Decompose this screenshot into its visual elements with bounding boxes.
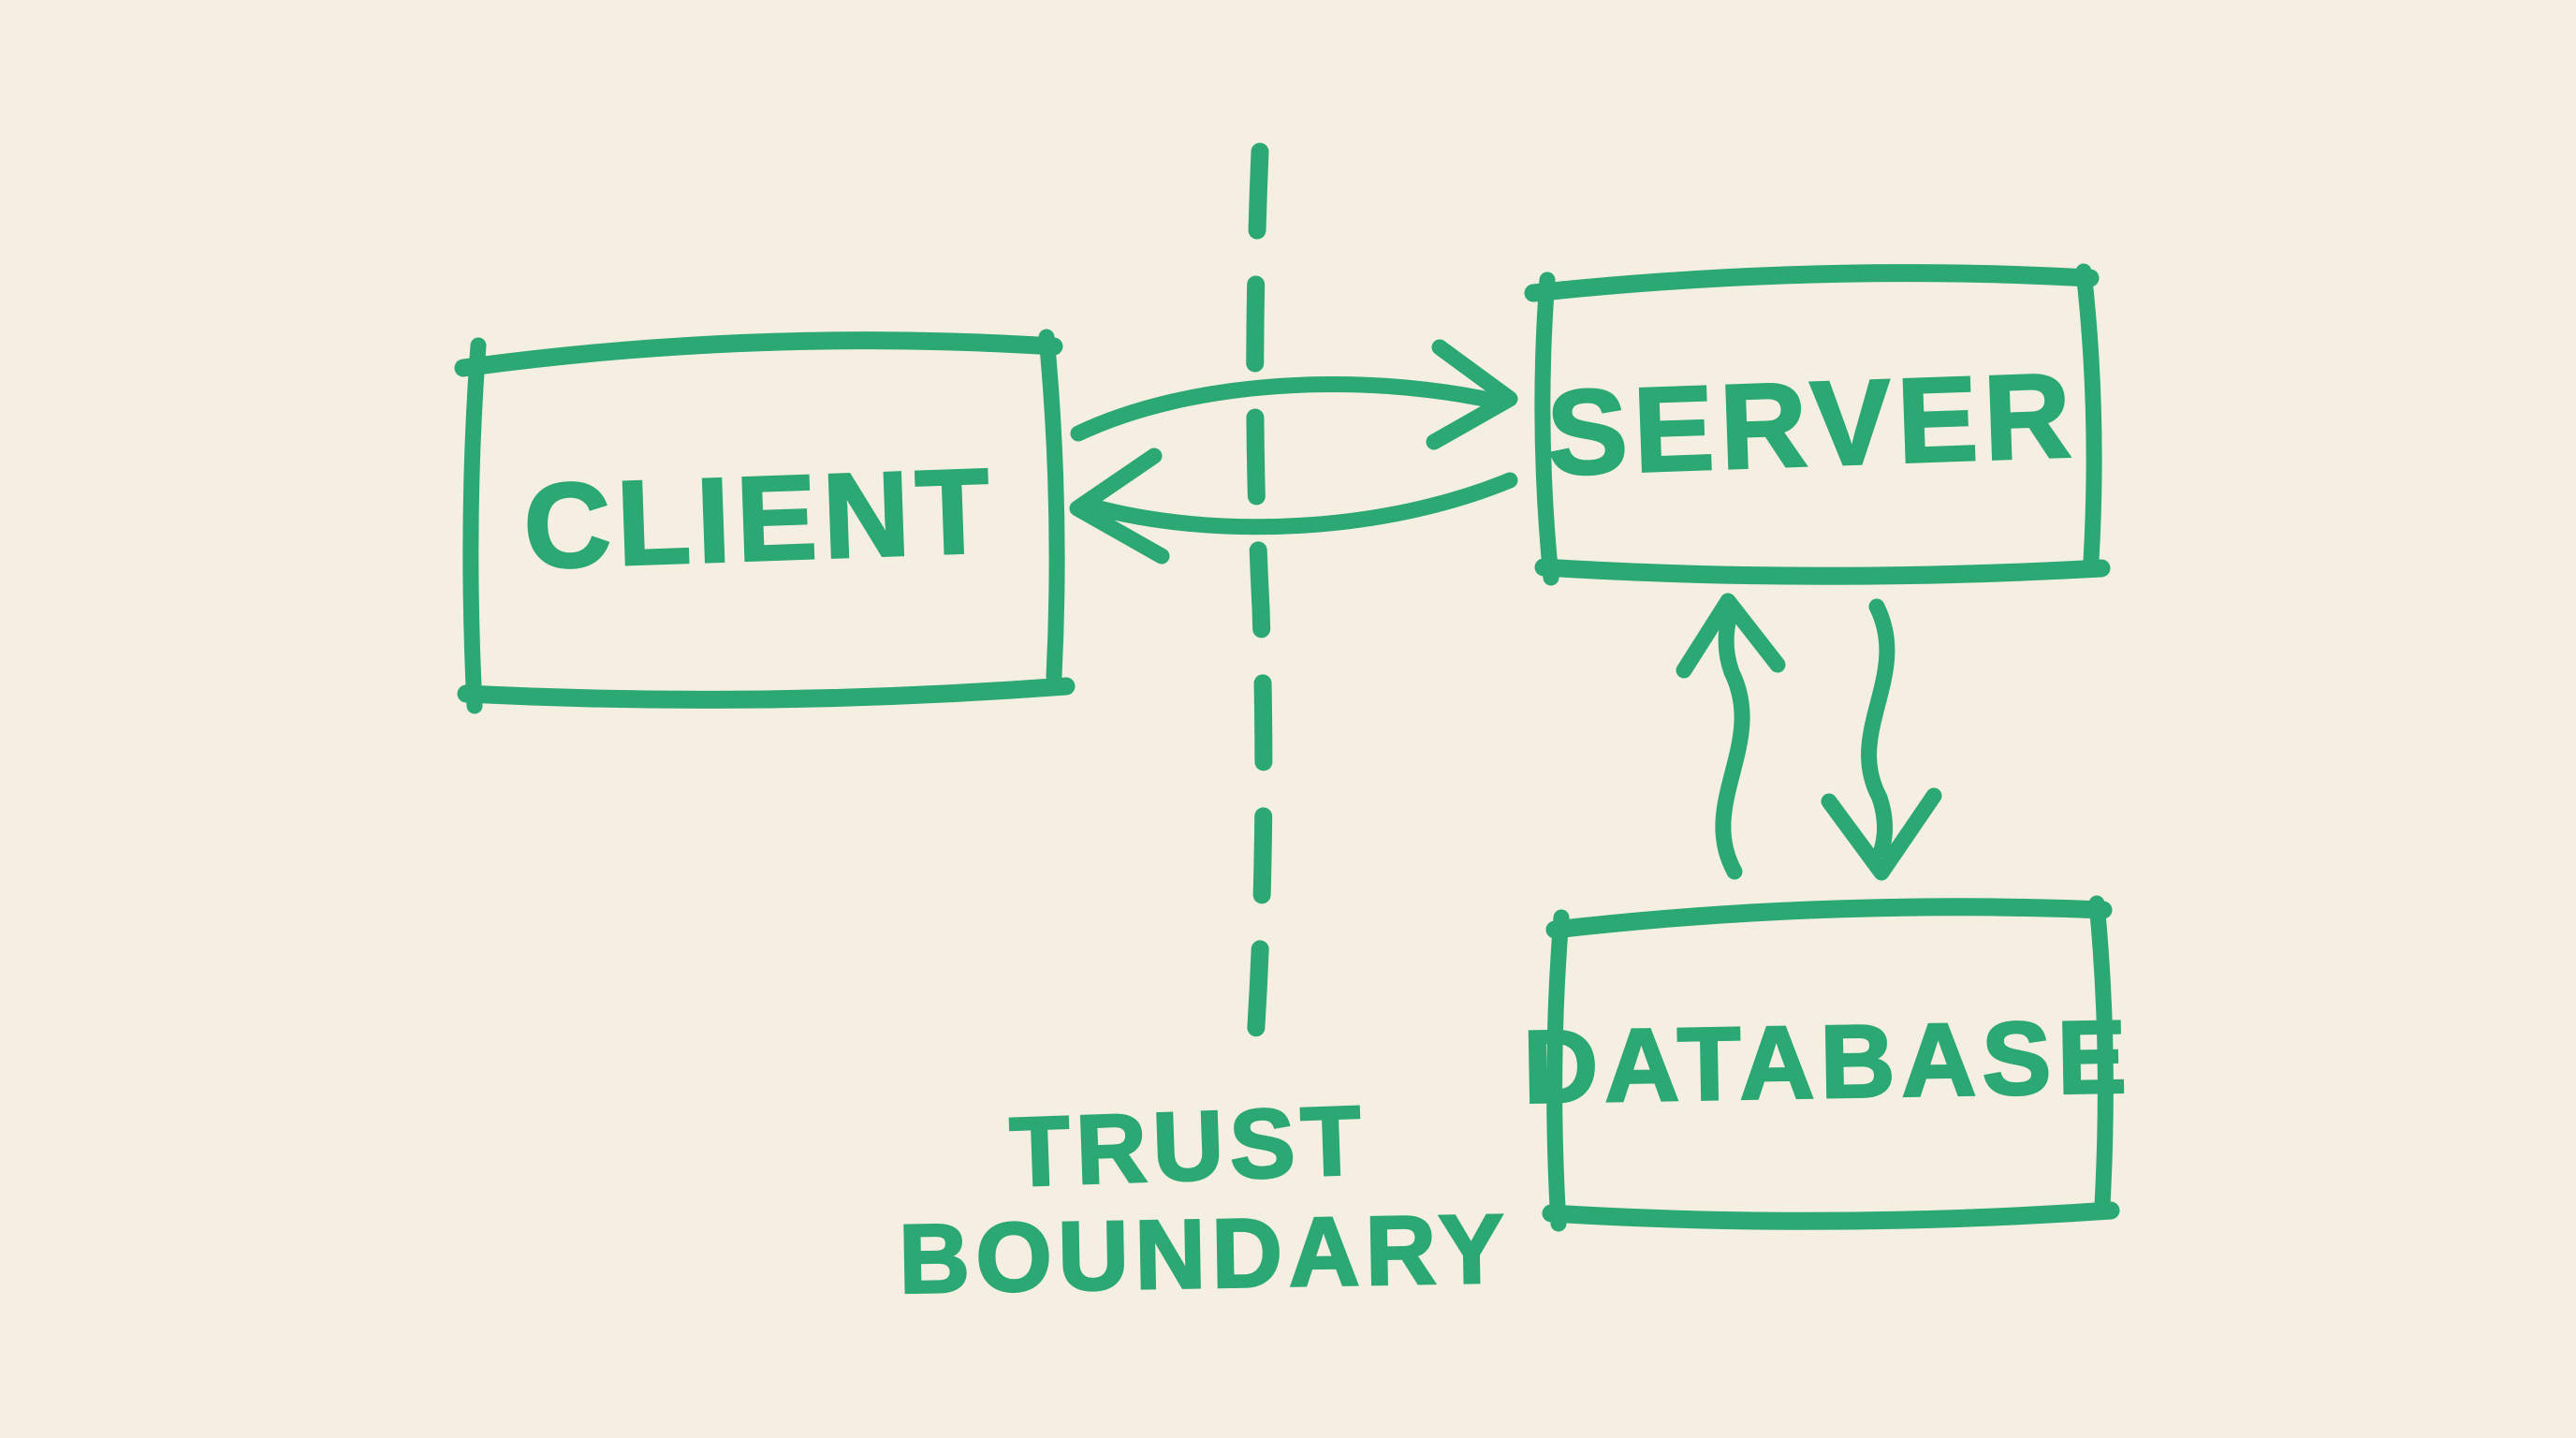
database-label: DATABASE	[1523, 999, 2134, 1124]
trust-boundary-line	[1246, 142, 1273, 1050]
curved-arrow-left-icon	[1069, 448, 1518, 565]
trust-boundary-label-line1: TRUST	[1008, 1086, 1368, 1207]
node-server: SERVER	[1524, 263, 2111, 586]
wavy-arrow-up-icon	[1676, 593, 1786, 880]
server-label: SERVER	[1545, 348, 2080, 501]
wavy-arrow-down-icon	[1821, 598, 1942, 881]
client-label: CLIENT	[521, 444, 998, 594]
trust-boundary-label: TRUST BOUNDARY	[897, 1085, 1513, 1315]
curved-arrow-right-icon	[1070, 339, 1518, 450]
node-client: CLIENT	[454, 329, 1076, 714]
trust-boundary-label-line2: BOUNDARY	[899, 1195, 1512, 1313]
node-database: DATABASE	[1521, 895, 2135, 1232]
